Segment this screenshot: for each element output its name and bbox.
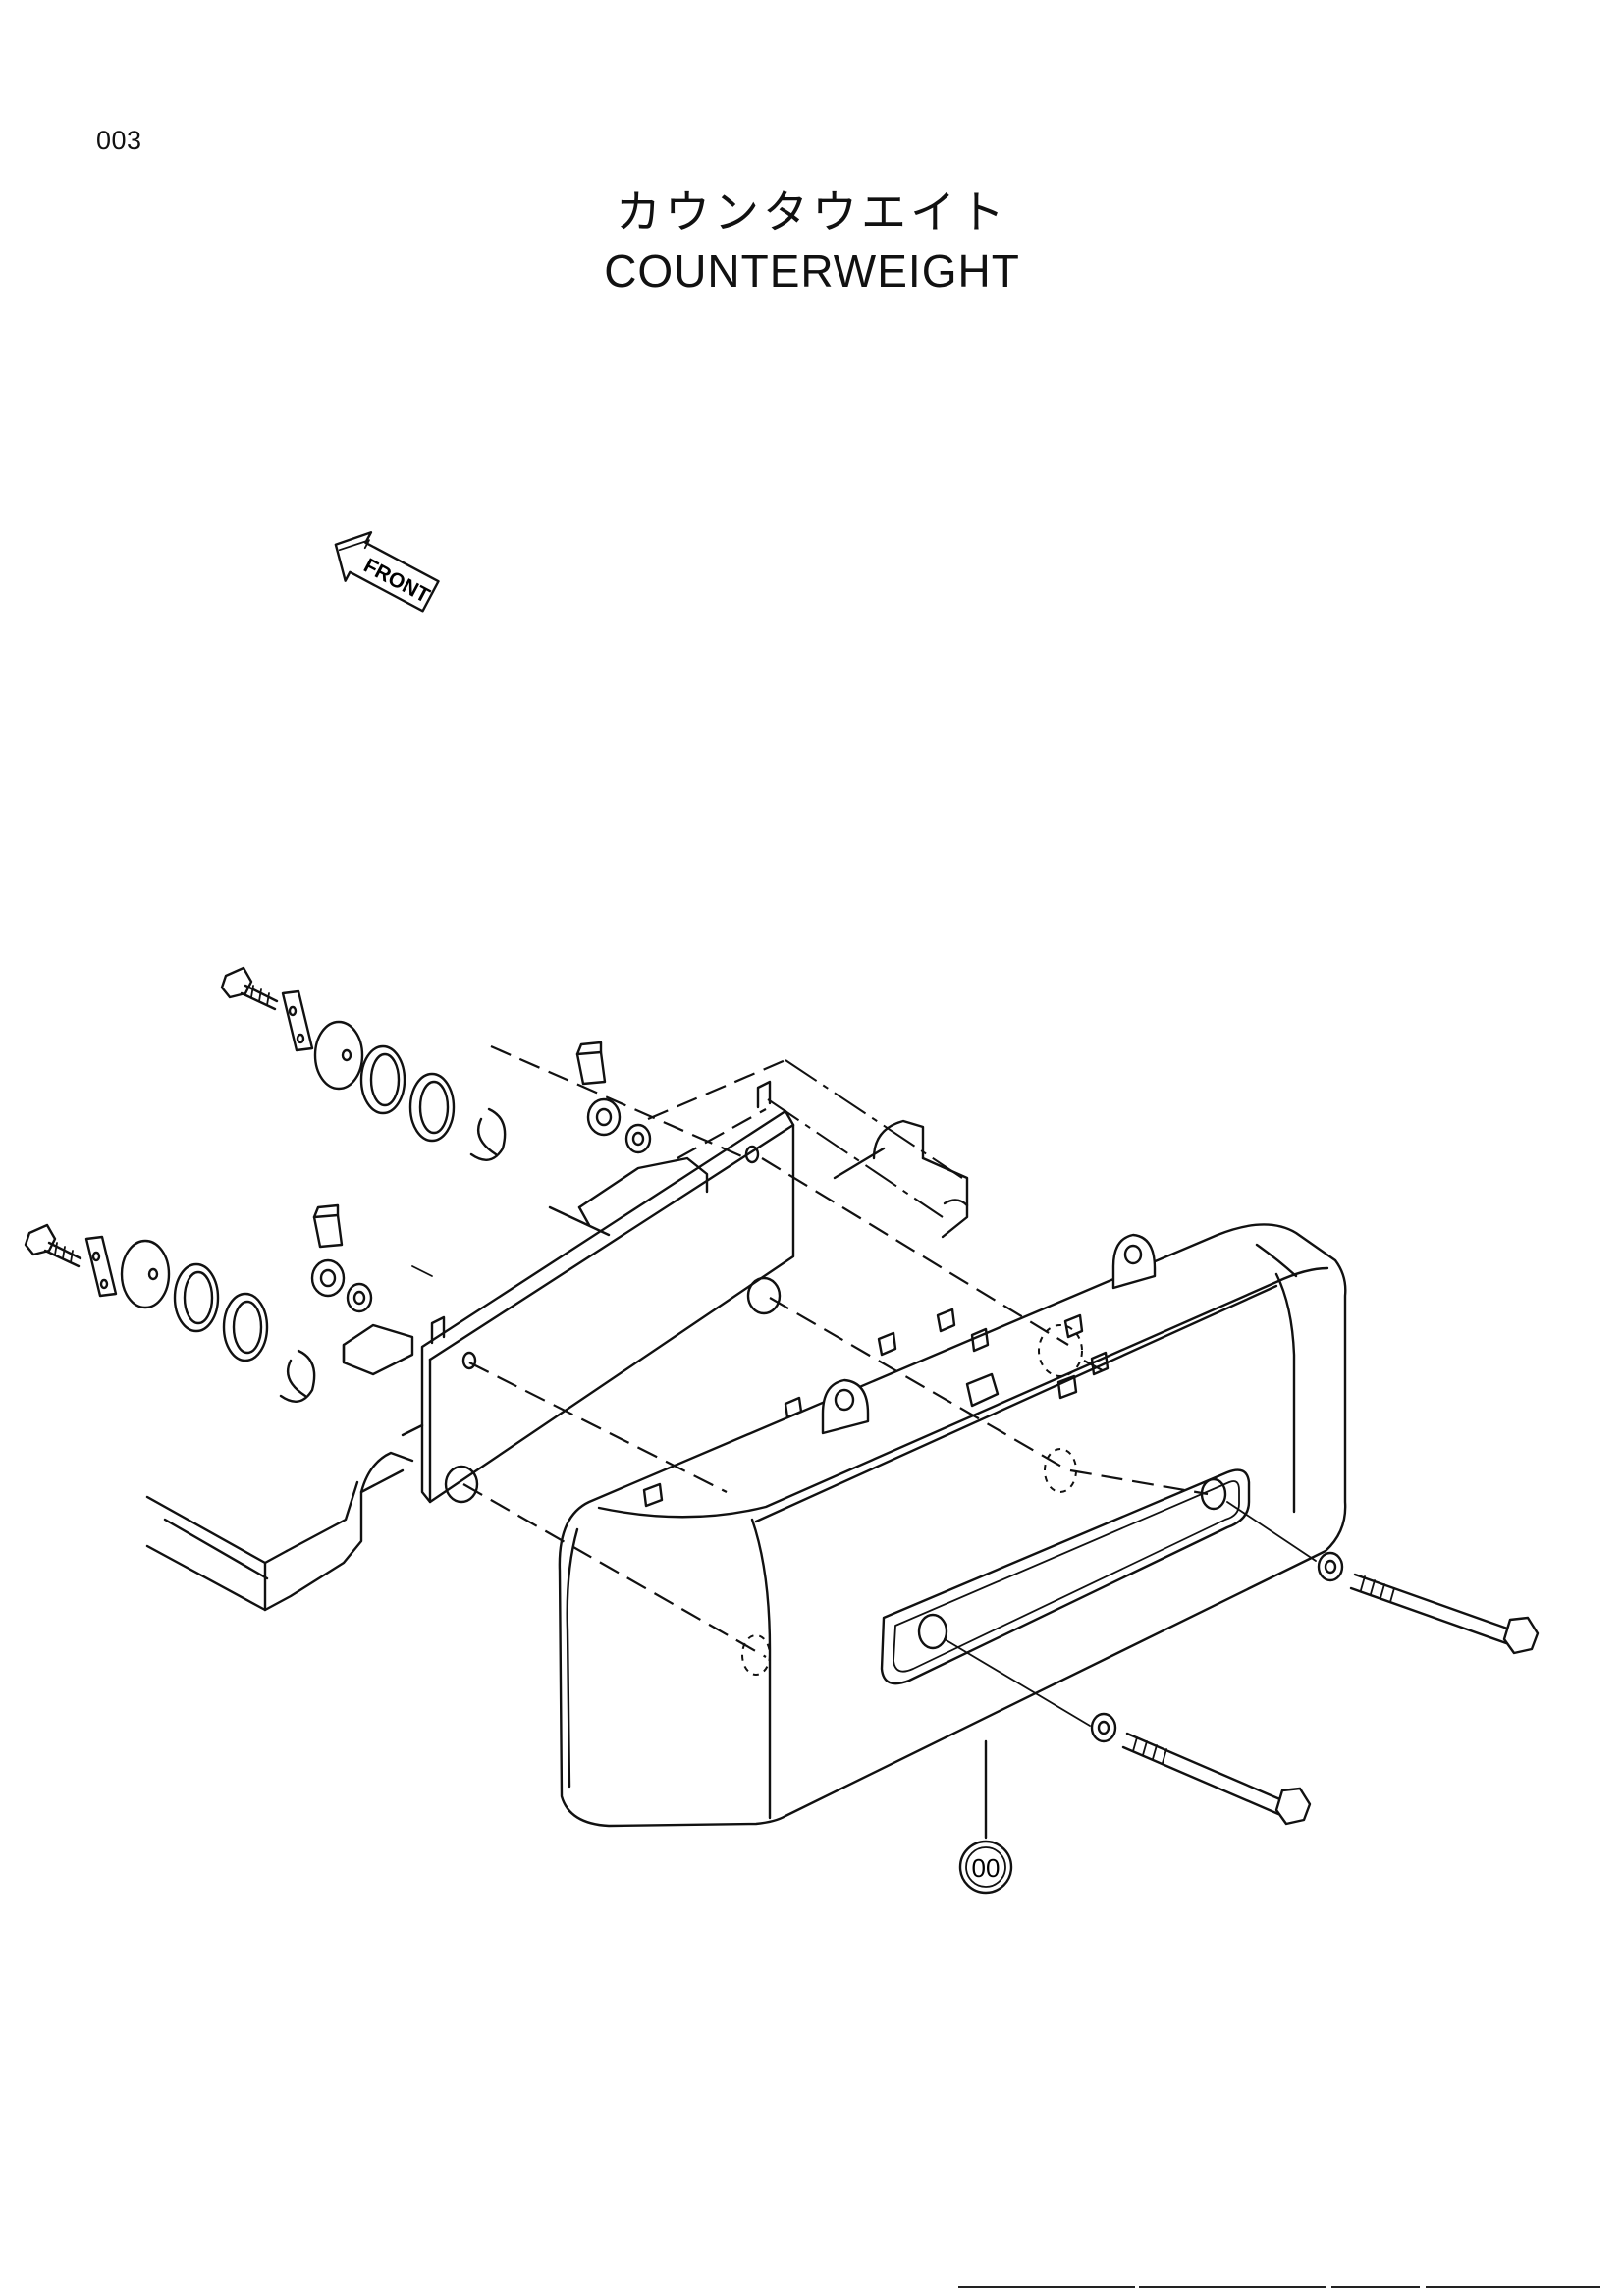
front-arrow-icon: FRONT [334,531,440,613]
fastener-stack-lower [24,1223,316,1403]
fastener-stack-upper [220,966,507,1161]
title-english: COUNTERWEIGHT [604,245,1020,296]
callout-label: 00 [972,1853,1001,1883]
counterweight-body [558,1223,1347,1840]
footer-rule [1426,2286,1600,2288]
assembly-lines [411,1044,1317,1727]
page-number: 003 [96,126,142,155]
mounting-bolt-left [1090,1712,1312,1826]
footer-rule [958,2286,1135,2288]
upper-frame [145,1059,969,1612]
mounting-bolt-right [1317,1551,1540,1655]
footer-rule [1139,2286,1326,2288]
footer-rule [1331,2286,1420,2288]
title-japanese: カウンタウエイト [616,186,1008,239]
page-title: カウンタウエイト COUNTERWEIGHT [0,183,1624,300]
nut-clip-group [310,1041,652,1313]
callout-bubble: 00 [958,1840,1013,1895]
front-label: FRONT [360,555,434,608]
